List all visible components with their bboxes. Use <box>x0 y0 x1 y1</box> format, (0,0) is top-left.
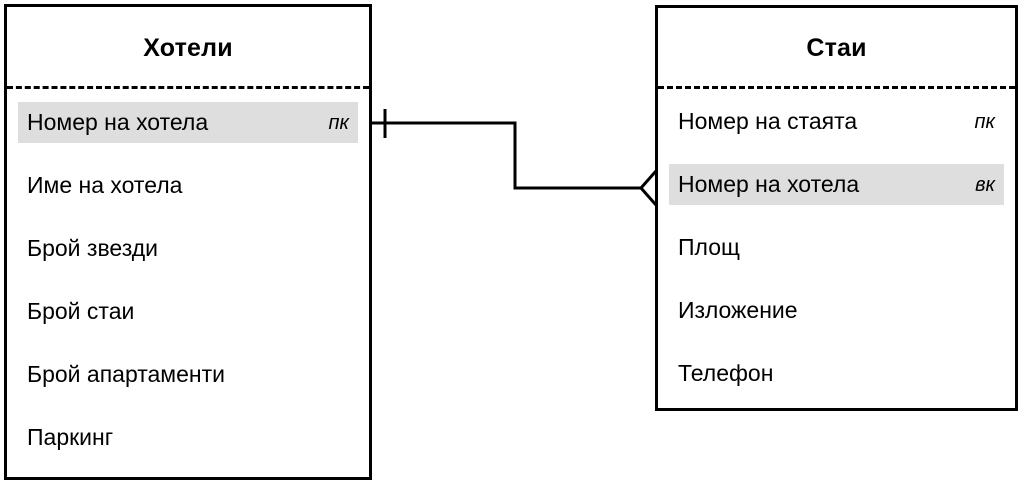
attribute-row[interactable]: Номер на стаята пк <box>669 101 1004 142</box>
entity-title-rooms: Стаи <box>806 34 867 62</box>
attribute-name: Площ <box>678 234 740 260</box>
attribute-name: Име на хотела <box>27 172 183 198</box>
attribute-key-badge: вк <box>975 173 995 196</box>
attribute-row[interactable]: Брой стаи <box>18 291 358 332</box>
attribute-name: Брой апартаменти <box>27 361 225 387</box>
attribute-name: Брой стаи <box>27 298 135 324</box>
attribute-row[interactable]: Телефон <box>669 353 1004 394</box>
attribute-row[interactable]: Паркинг <box>18 417 358 458</box>
entity-box-hotels[interactable]: Хотели Номер на хотела пк Име на хотела … <box>4 4 372 480</box>
attribute-name: Номер на хотела <box>678 171 860 197</box>
attribute-row[interactable]: Площ <box>669 227 1004 268</box>
attribute-name: Изложение <box>678 297 798 323</box>
attribute-name: Номер на стаята <box>678 108 858 134</box>
attribute-name: Телефон <box>678 360 774 386</box>
attribute-key-badge: пк <box>328 111 349 134</box>
attribute-name: Паркинг <box>27 424 114 450</box>
entity-box-rooms[interactable]: Стаи Номер на стаята пк Номер на хотела … <box>655 5 1018 411</box>
entity-header-divider <box>658 86 1015 89</box>
attribute-row[interactable]: Номер на хотела пк <box>18 102 358 143</box>
attribute-row[interactable]: Номер на хотела вк <box>669 164 1004 205</box>
attribute-row[interactable]: Име на хотела <box>18 165 358 206</box>
relationship-line <box>372 121 641 190</box>
attribute-row[interactable]: Брой апартаменти <box>18 354 358 395</box>
attribute-row[interactable]: Изложение <box>669 290 1004 331</box>
attribute-name: Номер на хотела <box>27 109 209 135</box>
attribute-name: Брой звезди <box>27 235 159 261</box>
attribute-key-badge: пк <box>974 110 995 133</box>
cardinality-many-crowsfoot-icon <box>638 170 658 206</box>
entity-header-divider <box>7 86 369 89</box>
attribute-row[interactable]: Брой звезди <box>18 228 358 269</box>
attribute-list-rooms: Номер на стаята пк Номер на хотела вк Пл… <box>658 101 1015 416</box>
entity-title-hotels: Хотели <box>143 34 233 62</box>
attribute-list-hotels: Номер на хотела пк Име на хотела Брой зв… <box>7 102 369 480</box>
